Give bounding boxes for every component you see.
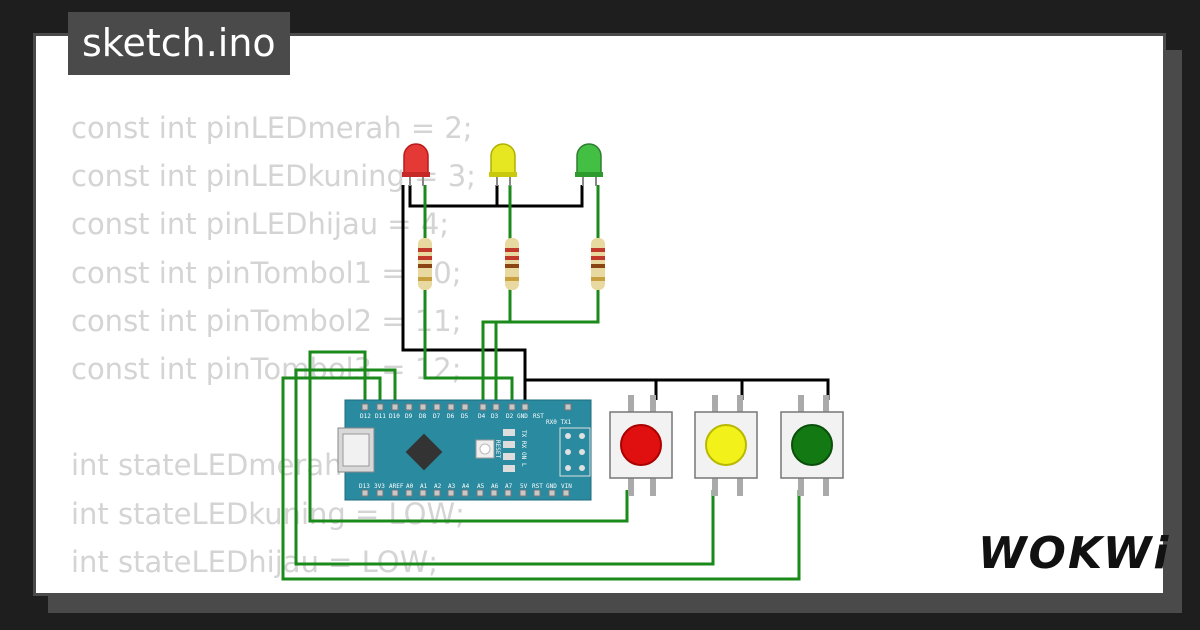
status-label: L [520,463,527,467]
microcontroller-chip [405,433,443,471]
code-preview: const int pinLEDmerah = 2; const int pin… [71,104,476,586]
pin-label: D3 [491,413,499,420]
pin-label: A6 [491,483,499,490]
arduino-nano-board[interactable]: D12 D11 D10 D9 D8 D7 D6 D5 D4 D3 D2 GND … [337,399,592,501]
pin-label: D12 [360,413,371,420]
ground-wires [401,185,830,404]
pin-label: A2 [434,483,442,490]
pin-label: RST [532,483,543,490]
pin-label: AREF [389,483,404,490]
pin-label: D11 [375,413,386,420]
resistor[interactable] [505,238,519,290]
resistor[interactable] [418,238,432,290]
pin-label: D10 [389,413,400,420]
pin-row-top [361,403,572,411]
pin-label: D8 [419,413,427,420]
pin-label: A7 [505,483,513,490]
pin-label: GND [546,483,557,490]
pin-row-bottom [361,489,570,497]
pin-label: A3 [448,483,456,490]
pin-label: D9 [405,413,413,420]
code-line: const int pinLEDmerah = 2; [71,111,473,145]
resistor[interactable] [591,238,605,290]
pushbutton-yellow[interactable] [694,395,758,496]
code-line: int stateLEDkuning = LOW; [71,496,465,531]
led-yellow[interactable] [489,143,517,186]
pushbutton-green[interactable] [780,395,844,496]
led-red[interactable] [402,143,430,186]
reset-label: RESET [494,440,501,458]
pin-label: 3V3 [374,483,385,490]
pin-label: A5 [477,483,485,490]
pin-label: D6 [447,413,455,420]
pin-label: D13 [359,483,370,490]
pin-label: GND [517,413,528,420]
status-label: ON [520,452,527,460]
pin-label: 5V [520,483,528,490]
pin-label: D2 [506,413,514,420]
pin-label: VIN [561,483,572,490]
code-line: const int pinLEDhijau = 4; [71,207,450,242]
pin-label: RST [533,413,544,420]
code-line: const int pinTombol2 = 11; [71,303,462,338]
pushbutton-red[interactable] [609,395,673,496]
pin-label: D4 [478,413,486,420]
file-tab[interactable]: sketch.ino [68,12,290,75]
status-label: RX [520,441,527,449]
pin-label: A4 [462,483,470,490]
header-label: RX0 TX1 [546,419,572,426]
code-line: const int pinLEDkuning = 3; [71,159,476,194]
status-label: TX [520,430,527,438]
signal-wires [281,185,801,581]
pin-label: A0 [406,483,414,490]
led-green[interactable] [575,143,603,186]
code-line: int stateLEDhijau = LOW; [71,544,439,579]
status-led-icons [503,429,515,472]
wokwi-logo: WOKWi [978,528,1171,579]
pin-label: D5 [461,413,469,420]
pin-label: A1 [420,483,428,490]
pin-label: D7 [433,413,441,420]
